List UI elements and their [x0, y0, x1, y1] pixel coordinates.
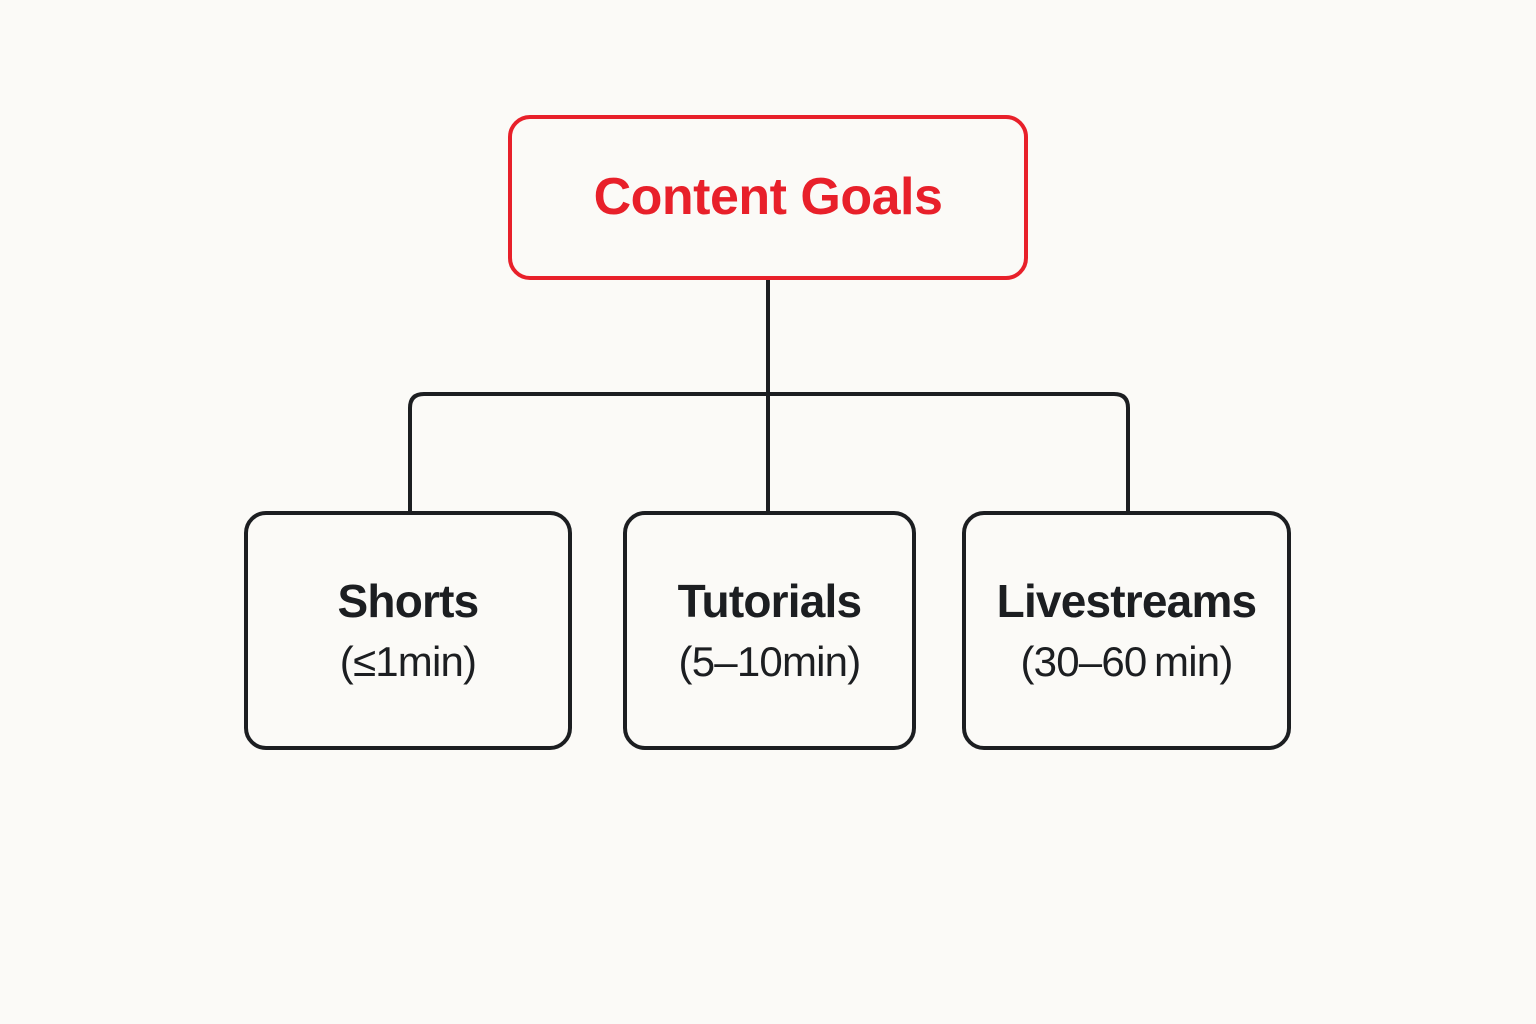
node-tutorials-title: Tutorials: [677, 575, 862, 628]
node-livestreams-subtitle: (30–60 min): [1020, 637, 1233, 685]
node-root-title: Content Goals: [593, 168, 943, 227]
node-shorts-title: Shorts: [337, 575, 480, 628]
node-shorts-subtitle: (≤1min): [339, 637, 477, 685]
node-livestreams-title: Livestreams: [996, 575, 1258, 628]
node-tutorials[interactable]: Tutorials (5–10min): [623, 511, 916, 750]
node-root[interactable]: Content Goals: [508, 115, 1028, 280]
node-shorts[interactable]: Shorts (≤1min): [244, 511, 572, 750]
node-livestreams[interactable]: Livestreams (30–60 min): [962, 511, 1291, 750]
node-tutorials-subtitle: (5–10min): [678, 637, 862, 685]
